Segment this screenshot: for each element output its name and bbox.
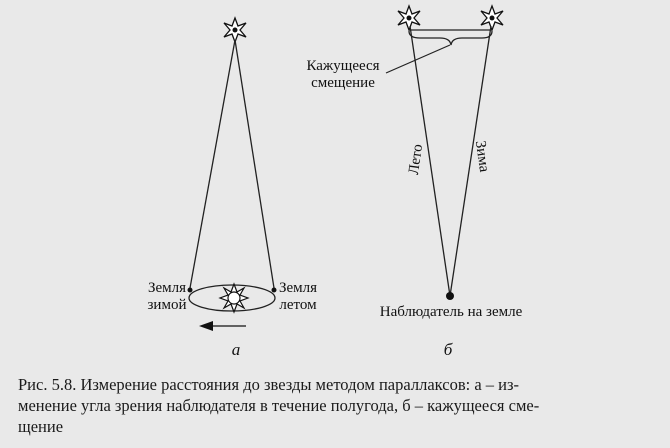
caption-line-1: Рис. 5.8. Измерение расстояния до звезды… — [18, 375, 519, 394]
panel-label-a: а — [232, 340, 241, 359]
orbit-direction-arrow — [199, 321, 246, 331]
star-icon — [480, 4, 504, 32]
sun-icon — [218, 282, 250, 314]
earth-summer-label-line2: летом — [279, 297, 317, 313]
earth-orbit — [188, 284, 276, 312]
sight-line-summer — [409, 25, 451, 297]
earth-winter-label-line2: зимой — [148, 297, 187, 313]
panel-label-b: б — [444, 340, 453, 359]
figure-a: Земля зимой Земля летом а — [148, 16, 317, 359]
observer-label: Наблюдатель на земле — [380, 304, 523, 320]
figure-caption: Рис. 5.8. Измерение расстояния до звезды… — [18, 374, 663, 437]
star-icon — [397, 4, 421, 32]
parallax-diagram: Земля зимой Земля летом а — [148, 4, 523, 359]
caption-line-2: менение угла зрения наблюдателя в течени… — [18, 396, 540, 415]
earth-winter-label-line1: Земля — [148, 280, 186, 296]
figure-b: Кажущееся смещение Лето Зима Наблюдатель… — [306, 4, 523, 359]
earth-winter-marker — [187, 287, 193, 293]
apparent-shift-brace — [408, 30, 493, 46]
apparent-shift-label-line2: смещение — [311, 75, 375, 91]
apparent-shift-pointer — [385, 44, 451, 74]
observer-marker — [446, 292, 454, 300]
earth-summer-marker — [271, 287, 277, 293]
winter-line-label: Зима — [472, 140, 492, 174]
sight-line-winter — [189, 39, 236, 289]
earth-summer-label-line1: Земля — [279, 280, 317, 296]
sight-line-summer — [234, 39, 275, 289]
caption-line-3: щение — [18, 417, 64, 436]
summer-line-label: Лето — [406, 143, 426, 176]
apparent-shift-label-line1: Кажущееся — [306, 58, 379, 74]
star-icon — [223, 16, 247, 44]
sight-line-winter — [449, 25, 492, 297]
